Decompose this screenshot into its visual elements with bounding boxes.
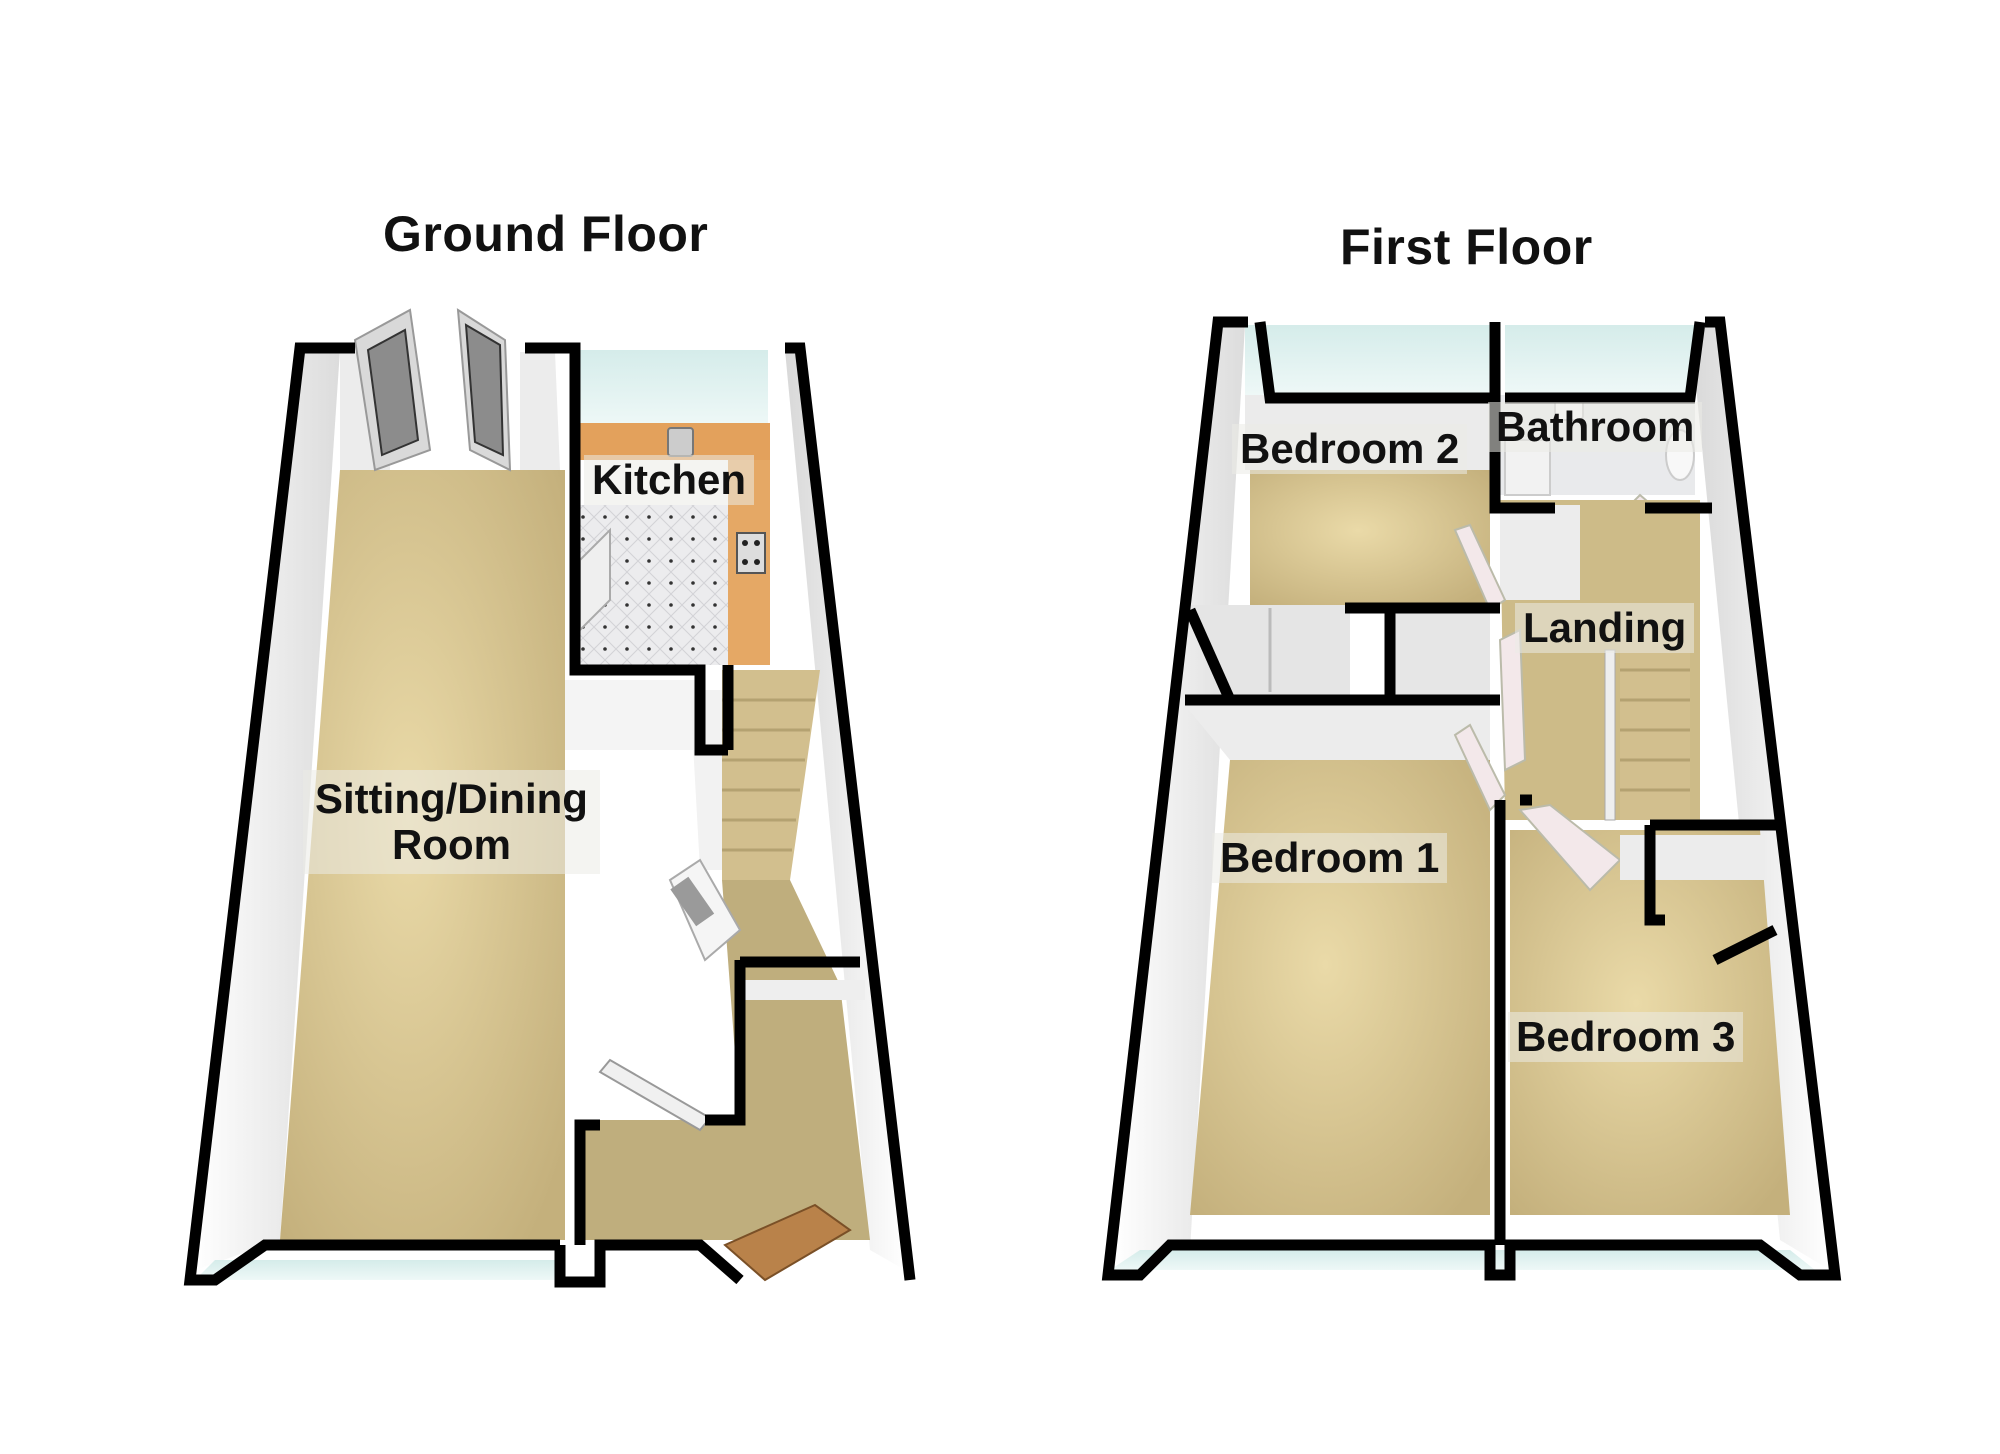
ground-floor-title: Ground Floor — [383, 206, 709, 262]
bedroom2-door — [1453, 523, 1507, 612]
bedroom1-door — [1453, 723, 1507, 812]
hall-door-glass — [670, 876, 715, 927]
first-front-glass — [1110, 1250, 1815, 1270]
bedroom1-back-wall — [1185, 705, 1490, 760]
first-wall-face-right — [1690, 325, 1830, 1270]
landing-cupboard-door — [1498, 628, 1527, 772]
hob-icon — [736, 532, 766, 574]
sitting-back-wall-2 — [520, 352, 560, 470]
bathroom-window-glass — [1505, 325, 1695, 393]
sitting-label-line2: Room — [391, 821, 511, 869]
first-stairs — [1604, 640, 1690, 821]
first-floor-plan — [1101, 316, 1842, 1281]
ground-wall-face-right — [785, 350, 905, 1270]
room-label-bedroom-3: Bedroom 3 — [1508, 1012, 1744, 1063]
hall-cupboard — [745, 980, 865, 1000]
sitting-label-line1: Sitting/Dining — [315, 775, 588, 822]
room-label-bedroom-2: Bedroom 2 — [1232, 424, 1468, 475]
stair-side-wall-block — [565, 680, 705, 750]
hall-floor — [580, 880, 870, 1240]
bedroom2-window-glass — [1245, 325, 1490, 395]
kitchen-sink — [667, 427, 694, 457]
room-label-landing: Landing — [1515, 603, 1695, 654]
front-door — [723, 1203, 852, 1282]
landing-wall-face — [1500, 505, 1580, 600]
ground-front-glass — [195, 1260, 555, 1280]
living-door — [598, 1058, 712, 1132]
ground-wall-face-left — [195, 350, 340, 1270]
first-walls — [1101, 316, 1842, 1281]
ground-walls — [183, 342, 916, 1288]
ground-floor-plan — [183, 308, 916, 1288]
first-wall-face-left — [1115, 325, 1245, 1265]
ground-stairs — [722, 670, 820, 880]
linen-cupboard — [1395, 612, 1490, 697]
kitchen-window-glass — [578, 350, 768, 425]
bedroom2-floor — [1250, 470, 1490, 605]
french-doors — [353, 308, 512, 472]
first-floor-title: First Floor — [1340, 219, 1593, 275]
room-label-sitting-dining: Sitting/Dining Room — [303, 770, 600, 875]
room-label-kitchen: Kitchen — [584, 455, 755, 506]
bedroom1-floor — [1190, 760, 1490, 1215]
room-label-bedroom-1: Bedroom 1 — [1212, 833, 1448, 884]
room-label-bathroom: Bathroom — [1488, 402, 1703, 453]
bedroom3-cupboard — [1620, 835, 1765, 880]
